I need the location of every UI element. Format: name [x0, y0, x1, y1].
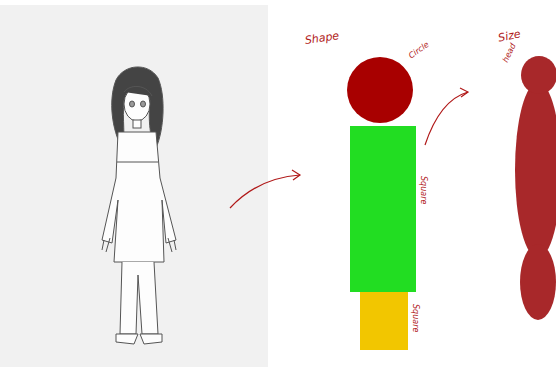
shape-outline [360, 292, 408, 350]
shape-outline [521, 56, 556, 94]
shape-outline [347, 57, 413, 123]
character-drawing [102, 67, 176, 344]
square-shape: Square [350, 126, 416, 292]
head-shape: head [521, 56, 556, 94]
shape-label: Square [411, 304, 420, 332]
shape-label: Circle [407, 40, 431, 60]
body-ellipse [515, 82, 556, 258]
shape-fill [347, 57, 413, 123]
shape-label: Square [419, 176, 428, 204]
shape-label: head [501, 42, 518, 64]
legs-ellipse [520, 244, 556, 320]
flow-arrow [230, 170, 300, 208]
shape-fill [360, 292, 408, 350]
circle-shape: Circle [347, 57, 413, 123]
illustration-panel [0, 5, 268, 367]
flow-arrow [425, 88, 468, 145]
section-heading: Shape [304, 29, 340, 47]
square-shape: Square [360, 292, 408, 350]
shape-outline [350, 126, 416, 292]
shape-fill [350, 126, 416, 292]
shape-fill [521, 56, 556, 94]
section-heading: Size [497, 27, 522, 44]
